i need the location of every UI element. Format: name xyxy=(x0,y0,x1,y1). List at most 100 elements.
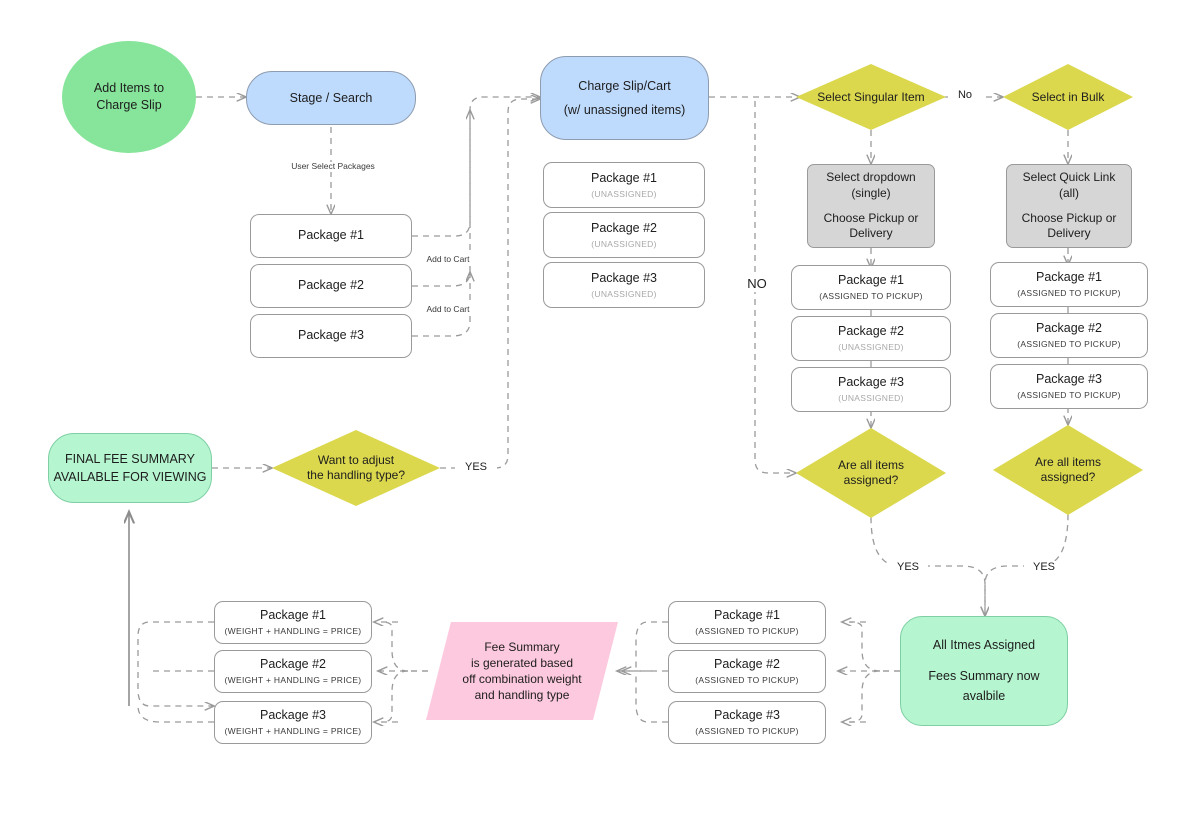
package-status: (WEIGHT + HANDLING = PRICE) xyxy=(224,675,362,685)
staged-package-1[interactable]: Package #1 xyxy=(250,214,412,258)
node-final-fee-summary[interactable]: FINAL FEE SUMMARY AVAILABLE FOR VIEWING xyxy=(48,433,212,503)
edge-label-user-select-packages: User Select Packages xyxy=(261,161,405,172)
node-start-line2: Charge Slip xyxy=(96,98,162,112)
bulk-package-2[interactable]: Package #2 (ASSIGNED TO PICKUP) xyxy=(990,313,1148,358)
package-name: Package #1 xyxy=(837,273,905,288)
fee-summary-line1: Fee Summary xyxy=(484,639,560,654)
package-status: (ASSIGNED TO PICKUP) xyxy=(1017,339,1121,349)
decision-want-to-adjust-handling[interactable]: Want to adjust the handling type? xyxy=(272,430,440,506)
package-name: Package #2 xyxy=(297,278,365,293)
edge-label-no-big: NO xyxy=(728,276,786,292)
package-status: (ASSIGNED TO PICKUP) xyxy=(1017,288,1121,298)
decision-line2: the handling type? xyxy=(306,468,406,482)
fee-summary-line3: off combination weight xyxy=(462,672,582,686)
package-name: Package #3 xyxy=(259,708,327,723)
fee-summary-line2: is generated based xyxy=(470,655,574,670)
package-name: Package #1 xyxy=(1035,270,1103,285)
decision-label: Select in Bulk xyxy=(1031,89,1105,104)
node-fee-summary[interactable]: Fee Summary is generated based off combi… xyxy=(426,622,618,720)
node-start[interactable]: Add Items to Charge Slip xyxy=(62,41,196,153)
package-name: Package #2 xyxy=(1035,321,1103,336)
process-select-quick-link-all[interactable]: Select Quick Link (all) Choose Pickup or… xyxy=(1006,164,1132,248)
process-line2: (single) xyxy=(851,185,891,200)
singular-package-1[interactable]: Package #1 (ASSIGNED TO PICKUP) xyxy=(791,265,951,310)
decision-select-in-bulk[interactable]: Select in Bulk xyxy=(1003,64,1133,130)
edge-label-add-to-cart-1: Add to Cart xyxy=(415,254,481,265)
cart-package-2[interactable]: Package #2 (UNASSIGNED) xyxy=(543,212,705,258)
staged-package-3[interactable]: Package #3 xyxy=(250,314,412,358)
priced-package-2[interactable]: Package #2 (WEIGHT + HANDLING = PRICE) xyxy=(214,650,372,693)
bulk-package-3[interactable]: Package #3 (ASSIGNED TO PICKUP) xyxy=(990,364,1148,409)
decision-line1: Are all items xyxy=(837,458,905,472)
all-assigned-line2: Fees Summary now xyxy=(928,669,1040,684)
decision-line2: assigned? xyxy=(843,473,899,487)
decision-line1: Want to adjust xyxy=(317,453,395,467)
package-status: (ASSIGNED TO PICKUP) xyxy=(695,726,799,736)
bulk-package-1[interactable]: Package #1 (ASSIGNED TO PICKUP) xyxy=(990,262,1148,307)
edge-label-add-to-cart-2: Add to Cart xyxy=(415,304,481,315)
node-charge-slip-line1: Charge Slip/Cart xyxy=(578,78,671,93)
process-line1: Select Quick Link xyxy=(1022,170,1116,185)
package-status: (WEIGHT + HANDLING = PRICE) xyxy=(224,726,362,736)
package-name: Package #1 xyxy=(713,608,781,623)
package-name: Package #2 xyxy=(259,657,327,672)
decision-select-singular-item[interactable]: Select Singular Item xyxy=(796,64,946,130)
package-name: Package #2 xyxy=(837,324,905,339)
cart-package-3[interactable]: Package #3 (UNASSIGNED) xyxy=(543,262,705,308)
package-name: Package #3 xyxy=(297,328,365,343)
node-charge-slip-line2: (w/ unassigned items) xyxy=(563,103,686,117)
edge-label-no-small: No xyxy=(948,89,982,102)
process-line3: Choose Pickup or xyxy=(823,210,919,225)
package-name: Package #1 xyxy=(259,608,327,623)
priced-package-1[interactable]: Package #1 (WEIGHT + HANDLING = PRICE) xyxy=(214,601,372,644)
package-status: (ASSIGNED TO PICKUP) xyxy=(819,291,923,301)
edge-label-yes-bulk: YES xyxy=(1024,561,1064,574)
package-name: Package #3 xyxy=(1035,372,1103,387)
decision-line1: Are all items xyxy=(1034,455,1102,469)
node-stage-search[interactable]: Stage / Search xyxy=(246,71,416,125)
process-line2: (all) xyxy=(1059,185,1079,200)
decision-are-all-items-assigned-single[interactable]: Are all items assigned? xyxy=(796,428,946,518)
final-summary-line1: FINAL FEE SUMMARY xyxy=(65,451,195,466)
process-line4: Delivery xyxy=(1047,226,1091,241)
assigned-result-package-3[interactable]: Package #3 (ASSIGNED TO PICKUP) xyxy=(668,701,826,744)
assigned-result-package-1[interactable]: Package #1 (ASSIGNED TO PICKUP) xyxy=(668,601,826,644)
process-line4: Delivery xyxy=(849,226,893,241)
all-assigned-line3: avalbile xyxy=(962,688,1006,703)
priced-package-3[interactable]: Package #3 (WEIGHT + HANDLING = PRICE) xyxy=(214,701,372,744)
process-line3: Choose Pickup or xyxy=(1021,210,1117,225)
decision-label: Select Singular Item xyxy=(817,89,925,104)
node-charge-slip-cart[interactable]: Charge Slip/Cart (w/ unassigned items) xyxy=(540,56,709,140)
package-status: (ASSIGNED TO PICKUP) xyxy=(695,675,799,685)
fee-summary-line4: and handling type xyxy=(474,688,570,703)
parallelogram-shape xyxy=(426,622,618,720)
package-status: (UNASSIGNED) xyxy=(838,393,904,403)
package-status: (UNASSIGNED) xyxy=(591,288,657,299)
package-status: (ASSIGNED TO PICKUP) xyxy=(1017,390,1121,400)
edge-label-yes-adjust: YES xyxy=(455,461,497,474)
process-line1: Select dropdown xyxy=(826,170,916,185)
process-select-dropdown-single[interactable]: Select dropdown (single) Choose Pickup o… xyxy=(807,164,935,248)
package-name: Package #3 xyxy=(590,270,658,285)
node-stage-search-label: Stage / Search xyxy=(289,90,373,105)
package-status: (UNASSIGNED) xyxy=(838,342,904,352)
assigned-result-package-2[interactable]: Package #2 (ASSIGNED TO PICKUP) xyxy=(668,650,826,693)
package-status: (UNASSIGNED) xyxy=(591,238,657,249)
decision-line2: assigned? xyxy=(1040,470,1096,484)
package-name: Package #2 xyxy=(713,657,781,672)
cart-package-1[interactable]: Package #1 (UNASSIGNED) xyxy=(543,162,705,208)
decision-are-all-items-assigned-bulk[interactable]: Are all items assigned? xyxy=(993,425,1143,515)
package-name: Package #3 xyxy=(837,375,905,390)
package-name: Package #1 xyxy=(297,228,365,243)
edge-label-yes-single: YES xyxy=(888,561,928,574)
node-all-items-assigned[interactable]: All Itmes Assigned Fees Summary now aval… xyxy=(900,616,1068,726)
package-status: (WEIGHT + HANDLING = PRICE) xyxy=(224,626,362,636)
package-name: Package #2 xyxy=(590,220,658,235)
singular-package-2[interactable]: Package #2 (UNASSIGNED) xyxy=(791,316,951,361)
singular-package-3[interactable]: Package #3 (UNASSIGNED) xyxy=(791,367,951,412)
all-assigned-line1: All Itmes Assigned xyxy=(932,637,1036,652)
package-name: Package #1 xyxy=(590,170,658,185)
staged-package-2[interactable]: Package #2 xyxy=(250,264,412,308)
node-start-line1: Add Items to xyxy=(93,81,165,96)
